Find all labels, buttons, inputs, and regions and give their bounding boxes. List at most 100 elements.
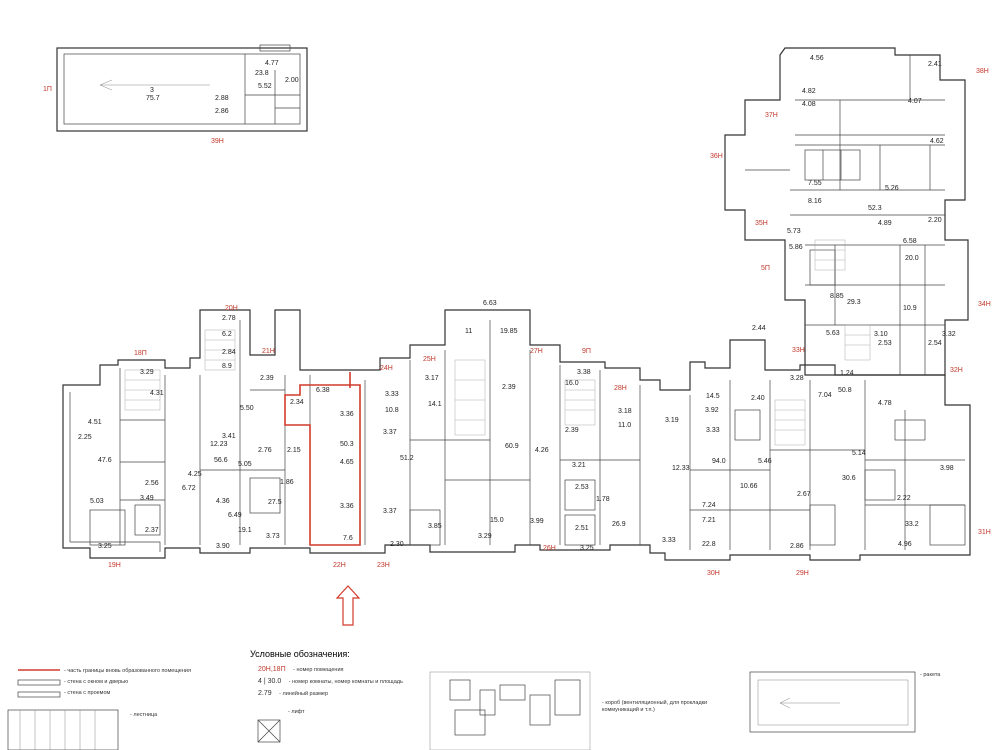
legend-row: - лифт <box>288 706 403 718</box>
room-label: 12.23 <box>210 441 228 448</box>
room-label: 4.78 <box>878 400 892 407</box>
room-label: 14.5 <box>706 393 720 400</box>
room-label: 5.03 <box>90 498 104 505</box>
room-label: 4.82 <box>802 88 816 95</box>
unit-label: 19Н <box>108 562 121 569</box>
room-label: 10.8 <box>385 407 399 414</box>
room-label: 4.36 <box>216 498 230 505</box>
room-label: 3.73 <box>266 533 280 540</box>
room-label: 12.33 <box>672 465 690 472</box>
room-label: 2.41 <box>928 61 942 68</box>
room-label: 3.37 <box>383 508 397 515</box>
room-label: 2.88 <box>215 95 229 102</box>
room-label: 26.9 <box>612 521 626 528</box>
room-label: 6.72 <box>182 485 196 492</box>
room-label: 16.0 <box>565 380 579 387</box>
room-label: 23.8 <box>255 70 269 77</box>
room-label: 3.21 <box>572 462 586 469</box>
legend-title: Условные обозначения: <box>250 644 350 662</box>
unit-label: 34Н <box>978 301 991 308</box>
room-label: 4.89 <box>878 220 892 227</box>
unit-label: 24Н <box>380 365 393 372</box>
legend-stair: - лестница <box>130 712 157 718</box>
legend-sample: 20Н,18П <box>258 666 286 673</box>
unit-labels: 1П 39Н 20Н 18П 21Н 19Н 22Н 23Н 24Н 25Н 2… <box>43 68 991 577</box>
legend-item: - короб (вентиляционный, для прокладки к… <box>602 700 708 713</box>
legend-row: 20Н,18П - номер помещения <box>258 664 403 676</box>
room-label: 4.56 <box>810 55 824 62</box>
room-label: 2.37 <box>145 527 159 534</box>
room-label: 1.86 <box>280 479 294 486</box>
legend-text: - номер комнаты, номер комнаты и площадь <box>288 679 403 685</box>
room-label: 2.53 <box>575 484 589 491</box>
unit-label: 1П <box>43 86 52 93</box>
room-label: 2.22 <box>897 495 911 502</box>
legend-middle: 20Н,18П - номер помещения 4 | 30.0 - ном… <box>258 664 403 718</box>
unit-label: 36Н <box>710 153 723 160</box>
room-label: 15.0 <box>490 517 504 524</box>
main-building <box>62 309 971 561</box>
room-label: 19.85 <box>500 328 518 335</box>
room-label: 7.21 <box>702 517 716 524</box>
room-label: 3.33 <box>706 427 720 434</box>
room-label: 4.62 <box>930 138 944 145</box>
legend-right: - короб (вентиляционный, для прокладки к… <box>602 700 712 714</box>
unit-label: 39Н <box>211 138 224 145</box>
room-label: 8.85 <box>830 293 844 300</box>
room-label: 3.36 <box>340 411 354 418</box>
room-label: 75.7 <box>146 95 160 102</box>
room-label: 3.29 <box>140 369 154 376</box>
legend-text: - номер помещения <box>293 667 344 673</box>
room-label: 2.44 <box>752 325 766 332</box>
room-label: 3.25 <box>98 543 112 550</box>
room-label: 4.25 <box>188 471 202 478</box>
room-label: 2.40 <box>751 395 765 402</box>
room-label: 50.3 <box>340 441 354 448</box>
room-label: 4.96 <box>898 541 912 548</box>
room-label: 30.6 <box>842 475 856 482</box>
legend-item: - лестница <box>130 712 158 718</box>
room-label: 8.9 <box>222 363 232 370</box>
room-label: 2.86 <box>215 108 229 115</box>
room-label: 4.65 <box>340 459 354 466</box>
room-label: 2.39 <box>260 375 274 382</box>
room-label: 3 <box>150 87 154 94</box>
room-label: 60.9 <box>505 443 519 450</box>
room-label: 5.52 <box>258 83 272 90</box>
room-label: 94.0 <box>712 458 726 465</box>
unit-label: 18П <box>134 350 147 357</box>
room-label: 3.37 <box>383 429 397 436</box>
legend-text: - линейный размер <box>279 691 329 697</box>
unit-label: 23Н <box>377 562 390 569</box>
room-label: 6.49 <box>228 512 242 519</box>
unit-label: 22Н <box>333 562 346 569</box>
room-label: 3.28 <box>790 375 804 382</box>
legend-title-text: Условные обозначения: <box>250 649 350 659</box>
room-label: 3.29 <box>478 533 492 540</box>
room-label: 11.0 <box>618 422 631 429</box>
unit-label: 21Н <box>262 348 275 355</box>
room-label: 10.66 <box>740 483 758 490</box>
room-label: 2.78 <box>222 315 236 322</box>
room-label: 2.51 <box>575 525 589 532</box>
legend-item: - часть границы вновь образованного поме… <box>64 668 191 674</box>
room-label: 5.86 <box>789 244 803 251</box>
room-label: 3.38 <box>577 369 591 376</box>
room-label: 2.39 <box>502 384 516 391</box>
room-label: 6.63 <box>483 300 497 307</box>
unit-label: 32Н <box>950 367 963 374</box>
arrow-marker <box>335 585 361 626</box>
room-labels: 3 75.7 4.77 23.8 2.00 5.52 2.88 2.86 4.5… <box>78 55 956 552</box>
room-label: 5.14 <box>852 450 866 457</box>
room-label: 7.24 <box>702 502 716 509</box>
room-label: 4.77 <box>265 60 279 67</box>
room-label: 56.6 <box>214 457 228 464</box>
room-label: 2.67 <box>797 491 811 498</box>
room-label: 2.25 <box>78 434 92 441</box>
room-label: 4.26 <box>535 447 549 454</box>
room-label: 3.18 <box>618 408 632 415</box>
room-label: 7.04 <box>818 392 832 399</box>
unit-label: 31Н <box>978 529 991 536</box>
legend-item: - стена с проемом <box>64 690 111 696</box>
